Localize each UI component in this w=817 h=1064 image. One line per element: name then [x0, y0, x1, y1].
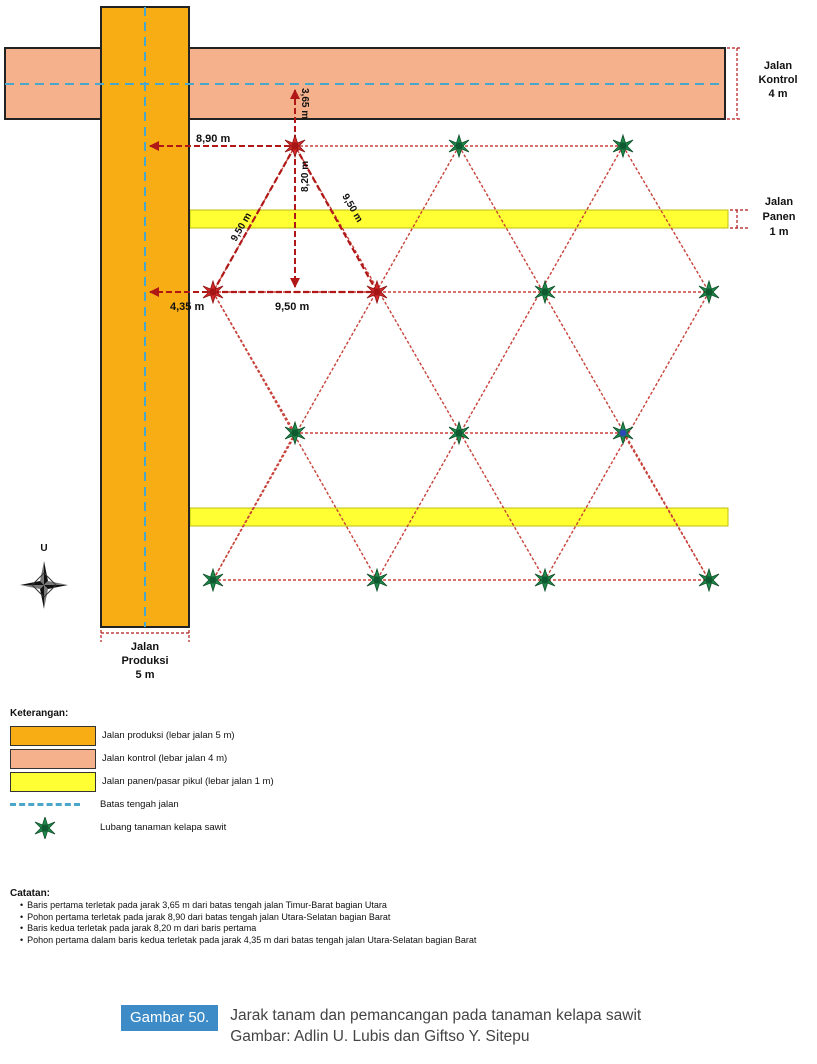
label-435: 4,35 m: [170, 301, 204, 313]
legend-label: Batas tengah jalan: [100, 799, 179, 810]
produksi-label-line1: Jalan: [131, 641, 159, 653]
label-820: 8,20 m: [300, 161, 311, 192]
measurement-lines: [149, 89, 378, 297]
note-item: Pohon pertama terletak pada jarak 8,90 d…: [20, 912, 810, 924]
produksi-label-line3: 5 m: [136, 669, 155, 681]
produksi-label-line2: Produksi: [121, 655, 168, 667]
harvest-road-2: [189, 507, 729, 527]
legend: Keterangan: Jalan produksi (lebar jalan …: [10, 708, 800, 839]
legend-item-produksi: Jalan produksi (lebar jalan 5 m): [10, 724, 800, 747]
kontrol-label-line1: Jalan: [764, 60, 792, 72]
plant-hole: [698, 280, 720, 304]
panen-label-line3: 1 m: [770, 226, 789, 238]
note-item: Baris kedua terletak pada jarak 8,20 m d…: [20, 923, 810, 935]
label-890: 8,90 m: [196, 133, 230, 145]
legend-title: Keterangan:: [10, 708, 69, 719]
label-365: 3,65 m: [299, 88, 310, 119]
panen-label-line2: Panen: [762, 211, 795, 223]
legend-label: Jalan panen/pasar pikul (lebar jalan 1 m…: [102, 776, 274, 787]
legend-item-centerline: Batas tengah jalan: [10, 793, 800, 816]
panen-label-line1: Jalan: [765, 196, 793, 208]
plant-hole: [698, 568, 720, 592]
caption-credit: Gambar: Adlin U. Lubis dan Giftso Y. Sit…: [230, 1028, 530, 1045]
compass-north-label: U: [40, 543, 47, 554]
legend-item-plant: Lubang tanaman kelapa sawit: [10, 816, 800, 839]
plant-icon: [10, 816, 80, 839]
note-item: Baris pertama terletak pada jarak 3,65 m…: [20, 900, 810, 912]
label-950-bottom: 9,50 m: [275, 301, 309, 313]
planting-layout-diagram: 8,90 m 3,65 m 9,50 m 8,20 m 9,50 m 4,35 …: [4, 6, 798, 681]
legend-item-panen: Jalan panen/pasar pikul (lebar jalan 1 m…: [10, 770, 800, 793]
figure-caption: Gambar 50. Jarak tanam dan pemancangan p…: [121, 1005, 641, 1047]
produksi-width-marker: [100, 630, 190, 642]
swatch-panen: [10, 771, 96, 792]
compass-icon: [20, 561, 68, 609]
notes-title: Catatan:: [10, 888, 51, 899]
legend-item-kontrol: Jalan kontrol (lebar jalan 4 m): [10, 747, 800, 770]
notes-list: Baris pertama terletak pada jarak 3,65 m…: [10, 900, 810, 946]
legend-label: Jalan kontrol (lebar jalan 4 m): [102, 753, 228, 764]
centerline-swatch: [10, 803, 80, 806]
swatch-kontrol: [10, 748, 96, 769]
swatch-produksi: [10, 725, 96, 746]
legend-label: Lubang tanaman kelapa sawit: [100, 822, 227, 833]
kontrol-width-marker: [727, 47, 740, 120]
panen-width-marker: [730, 209, 748, 229]
caption-text: Jarak tanam dan pemancangan pada tanaman…: [230, 1005, 641, 1047]
kontrol-label-line2: Kontrol: [758, 74, 797, 86]
note-item: Pohon pertama dalam baris kedua terletak…: [20, 935, 810, 947]
harvest-road-1: [189, 209, 729, 229]
notes: Catatan: Baris pertama terletak pada jar…: [10, 888, 810, 946]
caption-title: Jarak tanam dan pemancangan pada tanaman…: [230, 1007, 642, 1024]
legend-label: Jalan produksi (lebar jalan 5 m): [102, 730, 235, 741]
figure-number: Gambar 50.: [121, 1005, 219, 1031]
kontrol-label-line3: 4 m: [769, 88, 788, 100]
